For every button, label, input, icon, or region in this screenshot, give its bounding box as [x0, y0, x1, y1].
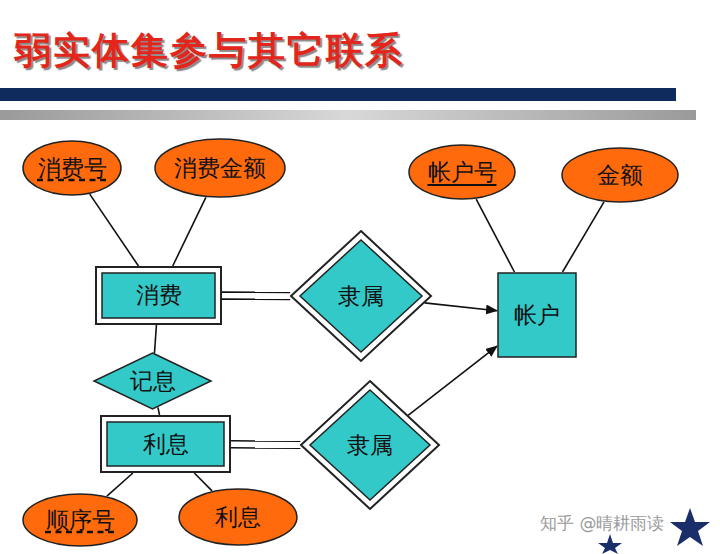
- navy-bar: [0, 88, 676, 101]
- connector-line: [158, 407, 160, 415]
- node-label: 隶属: [347, 430, 393, 461]
- entity-box: 帐户: [497, 272, 577, 358]
- connector-line: [194, 473, 212, 491]
- attribute-ellipse: 利息: [178, 488, 298, 546]
- node-label: 记息: [130, 366, 176, 397]
- identifying-relationship-diamond: 隶属: [300, 380, 440, 510]
- node-label: 消费号: [38, 153, 107, 184]
- star-symbol: [598, 534, 622, 554]
- node-label: 隶属: [338, 281, 384, 312]
- connector-line: [425, 303, 497, 311]
- weak-entity-box: 消费: [95, 266, 222, 325]
- slide-title: 弱实体集参与其它联系: [14, 26, 404, 76]
- relationship-diamond: 记息: [93, 352, 212, 410]
- connector-line: [562, 202, 604, 272]
- connector-line: [154, 325, 156, 353]
- connector-line: [408, 346, 497, 415]
- star-symbol: [670, 508, 710, 546]
- node-label: 帐户号: [428, 157, 497, 188]
- weak-entity-box: 利息: [100, 415, 231, 473]
- attribute-ellipse: 消费号: [22, 140, 122, 196]
- double-line-connector: [231, 441, 300, 448]
- node-label: 顺序号: [46, 505, 115, 536]
- gray-bar: [0, 110, 696, 120]
- attribute-ellipse: 帐户号: [408, 144, 516, 200]
- node-label: 利息: [215, 502, 261, 533]
- node-label: 利息: [143, 429, 189, 460]
- node-label: 金额: [597, 160, 643, 191]
- connector-line: [476, 199, 514, 272]
- identifying-relationship-diamond: 隶属: [290, 230, 432, 362]
- connector-line: [173, 197, 206, 266]
- watermark: 知乎 @晴耕雨读: [540, 512, 664, 535]
- attribute-ellipse: 金额: [561, 147, 679, 203]
- node-label: 消费: [136, 280, 182, 311]
- node-label: 帐户: [514, 300, 560, 331]
- connector-line: [90, 194, 139, 266]
- attribute-ellipse: 消费金额: [154, 138, 286, 198]
- double-line-connector: [222, 292, 290, 299]
- attribute-ellipse: 顺序号: [22, 493, 138, 547]
- node-label: 消费金额: [174, 153, 266, 184]
- connector-line: [107, 473, 133, 496]
